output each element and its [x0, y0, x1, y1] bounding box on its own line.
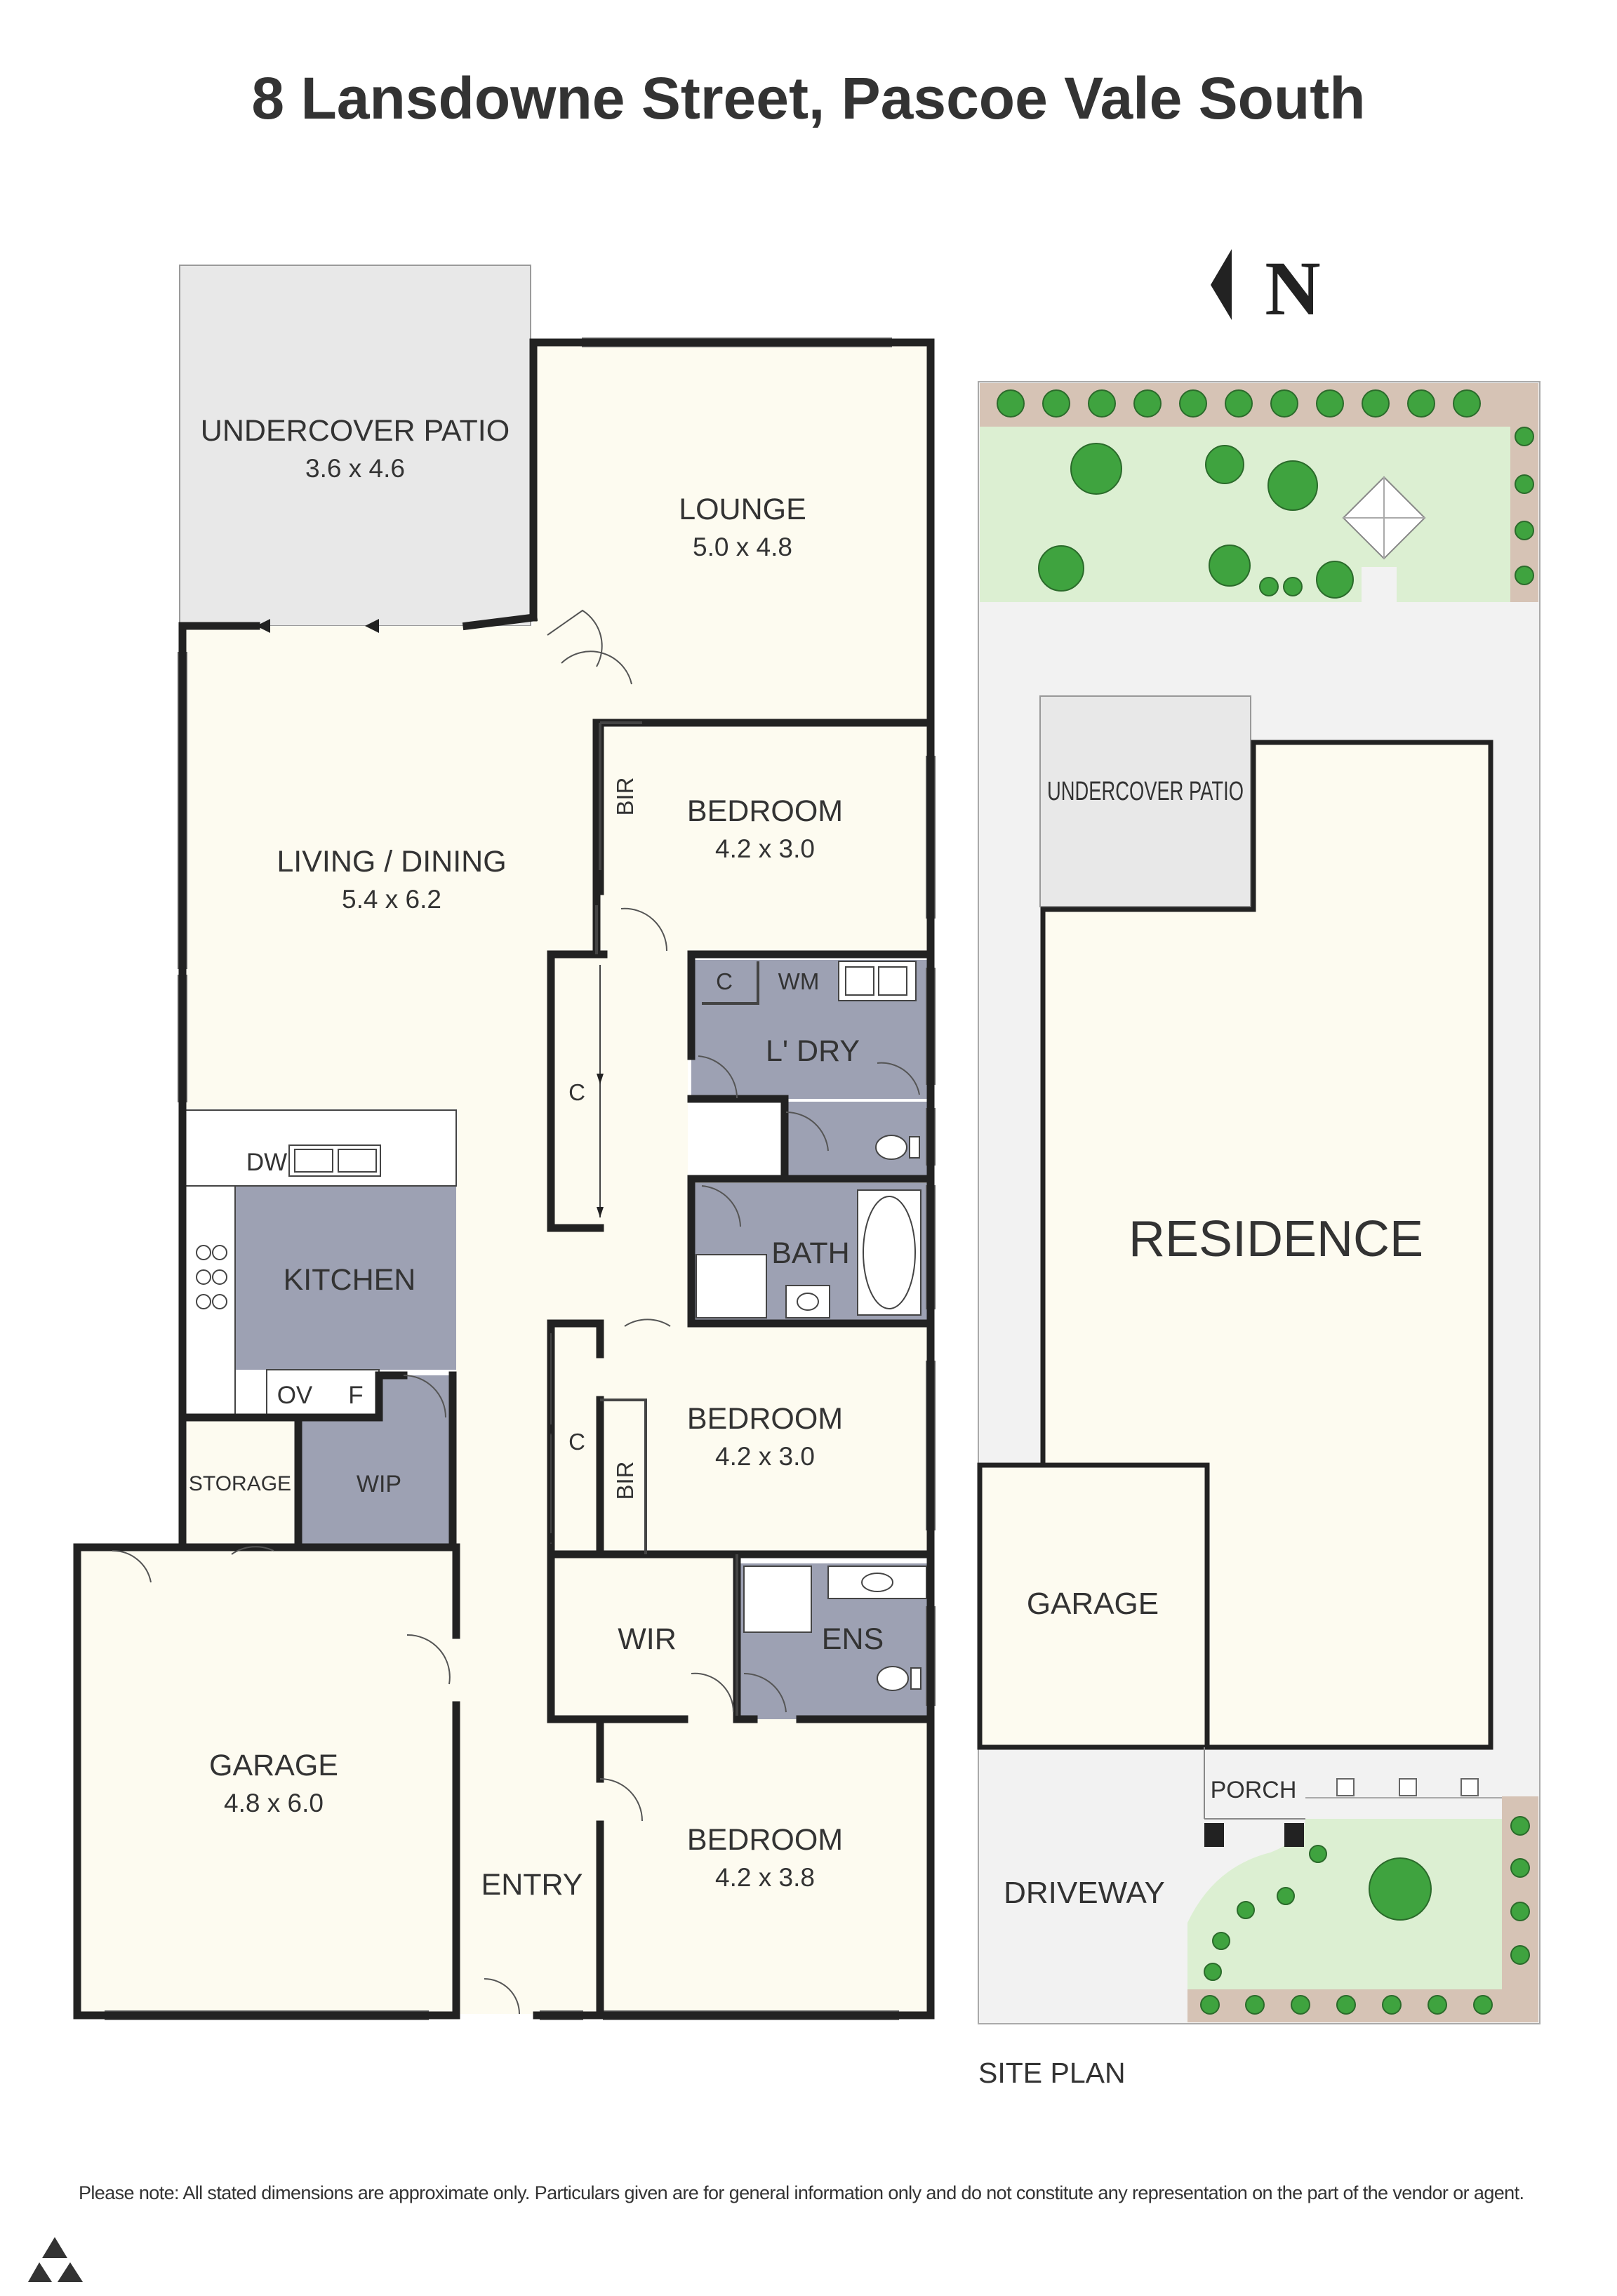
label-cupboard-1: C — [568, 1079, 585, 1105]
porch-post-right — [1284, 1823, 1304, 1847]
label-cupboard-2: C — [568, 1429, 585, 1455]
disclaimer: Please note: All stated dimensions are a… — [79, 2182, 1524, 2203]
dims-bedroom-1: 4.2 x 3.0 — [715, 834, 815, 863]
front-lawn — [1187, 1819, 1502, 1989]
site-label-driveway: DRIVEWAY — [1004, 1876, 1165, 1910]
label-wip: WIP — [357, 1471, 401, 1497]
label-entry: ENTRY — [481, 1868, 583, 1902]
label-oven: OV — [277, 1382, 313, 1409]
backyard-trees — [1038, 443, 1354, 599]
label-dishwasher: DW — [246, 1149, 287, 1176]
north-letter: N — [1265, 246, 1320, 331]
path-step — [1362, 567, 1397, 603]
dims-lounge: 5.0 x 4.8 — [693, 533, 792, 561]
hall-cupboards — [550, 965, 601, 1544]
label-bedroom-2: BEDROOM — [687, 1402, 843, 1436]
label-washing-machine: WM — [778, 968, 820, 994]
dims-living-dining: 5.4 x 6.2 — [342, 885, 441, 914]
dims-garage: 4.8 x 6.0 — [224, 1789, 324, 1817]
site-label-residence: RESIDENCE — [1129, 1211, 1423, 1267]
label-fridge: F — [348, 1382, 363, 1409]
label-laundry: L' DRY — [766, 1034, 860, 1068]
label-garage: GARAGE — [209, 1749, 338, 1782]
door-swings — [112, 609, 920, 2015]
label-undercover-patio: UNDERCOVER PATIO — [201, 414, 510, 448]
rotary-clothesline-icon — [1342, 476, 1426, 560]
cupboard-arrows — [547, 1074, 604, 1544]
label-storage: STORAGE — [189, 1472, 291, 1495]
hedge-shrubs — [997, 389, 1534, 585]
triangle-logo-icon — [28, 2237, 83, 2282]
label-lounge: LOUNGE — [679, 493, 806, 526]
dims-bedroom-2: 4.2 x 3.0 — [715, 1442, 815, 1471]
label-ensuite: ENS — [822, 1622, 884, 1656]
walls — [73, 338, 935, 2020]
site-label-porch: PORCH — [1211, 1777, 1297, 1803]
north-arrow-icon: N — [1211, 246, 1321, 331]
site-undercover-patio — [1039, 695, 1251, 907]
porch-post-left — [1204, 1823, 1224, 1847]
dims-bedroom-3: 4.2 x 3.8 — [715, 1863, 815, 1892]
front-fence-posts — [1336, 1778, 1479, 1796]
site-label-undercover-patio: UNDERCOVER PATIO — [1047, 777, 1244, 806]
label-bir-2: BIR — [612, 1461, 638, 1500]
site-plan-caption: SITE PLAN — [978, 2057, 1126, 2089]
internal-partitions — [595, 721, 759, 1716]
site-garage — [977, 1462, 1210, 1750]
front-shrubs — [1200, 1816, 1530, 2015]
label-living-dining: LIVING / DINING — [277, 845, 506, 879]
garden-bed-top — [980, 383, 1538, 427]
page-title: 8 Lansdowne Street, Pascoe Vale South — [251, 65, 1366, 131]
site-label-garage: GARAGE — [1027, 1587, 1159, 1621]
label-wir: WIR — [618, 1622, 677, 1656]
dims-undercover-patio: 3.6 x 4.6 — [305, 454, 405, 483]
label-bir-1: BIR — [612, 777, 638, 815]
sliding-door-arrows — [256, 619, 379, 633]
label-cupboard-laundry: C — [716, 968, 733, 994]
label-bedroom-3: BEDROOM — [687, 1823, 843, 1857]
bathroom-fixtures — [696, 961, 927, 1691]
undercover-patio-area — [179, 265, 531, 627]
kitchen-bench — [183, 1109, 457, 1418]
label-bath: BATH — [771, 1236, 850, 1270]
label-kitchen: KITCHEN — [284, 1263, 416, 1297]
label-bedroom-1: BEDROOM — [687, 794, 843, 828]
